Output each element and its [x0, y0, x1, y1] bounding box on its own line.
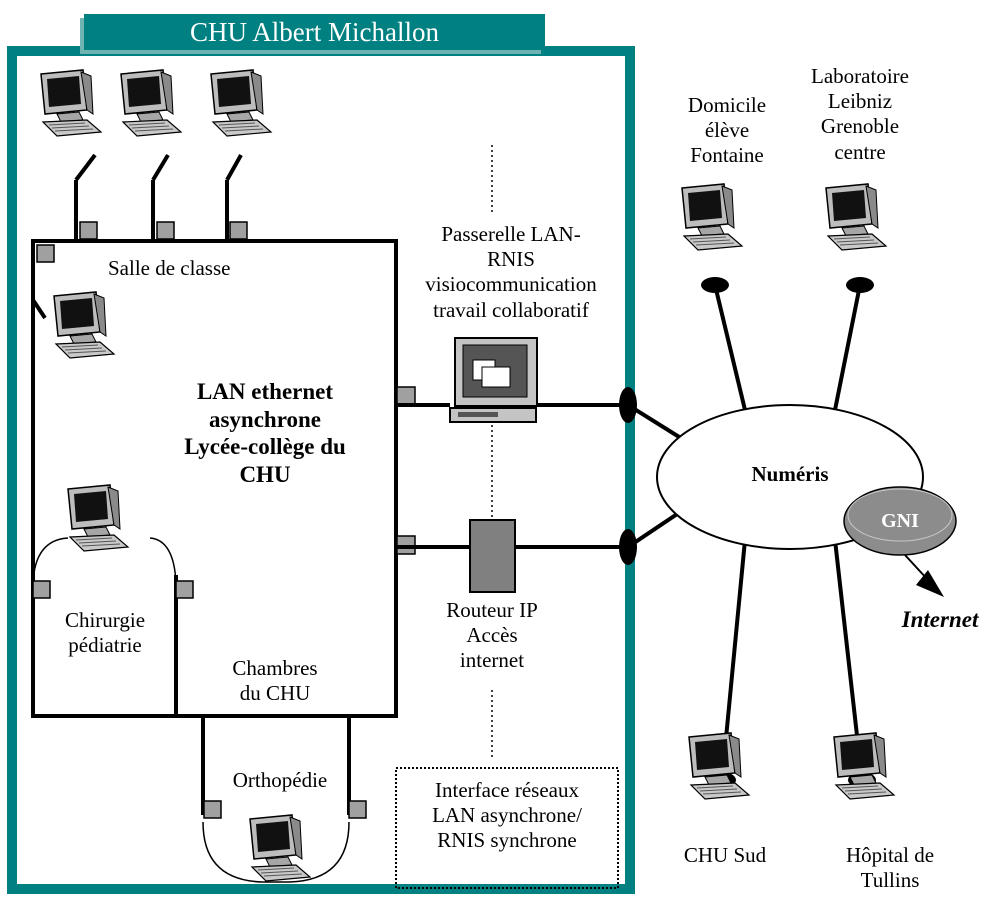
connector	[156, 221, 175, 240]
passerelle-label: Passerelle LAN- RNIS visiocommunication …	[425, 222, 597, 322]
internet-arrow-icon	[916, 570, 944, 597]
connector	[396, 386, 416, 406]
hopital-label: Hôpital de Tullins	[845, 843, 935, 893]
computer-icon	[210, 69, 272, 137]
page-title: CHU Albert Michallon	[84, 14, 545, 50]
computer-icon	[833, 732, 895, 800]
connector	[32, 580, 51, 599]
salle-label: Salle de classe	[108, 256, 231, 280]
passerelle-device-icon	[449, 337, 538, 423]
gni-label: GNI	[881, 510, 919, 532]
lan-box	[31, 239, 398, 718]
interface-label: Interface réseaux LAN asynchrone/ RNIS s…	[432, 778, 582, 853]
chambres-label: Chambres du CHU	[232, 656, 318, 706]
chirurgie-label: Chirurgie pédiatrie	[64, 608, 146, 658]
computer-icon	[688, 732, 750, 800]
connector	[175, 580, 194, 599]
interface-box	[395, 767, 619, 889]
numeris-label: Numéris	[751, 462, 829, 486]
internet-label: Internet	[901, 607, 979, 632]
connector	[348, 800, 367, 819]
connector	[203, 800, 222, 819]
router-icon	[469, 519, 516, 593]
domicile-label: Domicile élève Fontaine	[687, 93, 767, 168]
computer-icon	[249, 814, 311, 882]
computer-icon	[53, 291, 115, 359]
connector	[36, 244, 55, 263]
lan-label: LAN ethernet asynchrone Lycée-collège du…	[184, 379, 346, 487]
connector	[229, 221, 248, 240]
computer-icon	[67, 484, 129, 552]
labo-label: Laboratoire Leibniz Grenoble centre	[811, 64, 909, 164]
routeur-label: Routeur IP Accès internet	[446, 598, 538, 673]
chu-border	[7, 46, 635, 894]
connector	[79, 221, 98, 240]
chu-sud-label: CHU Sud	[683, 843, 767, 867]
computer-icon	[120, 69, 182, 137]
computer-icon	[825, 183, 887, 251]
orthopedie-label: Orthopédie	[232, 768, 328, 792]
computer-icon	[681, 183, 743, 251]
computer-icon	[40, 69, 102, 137]
